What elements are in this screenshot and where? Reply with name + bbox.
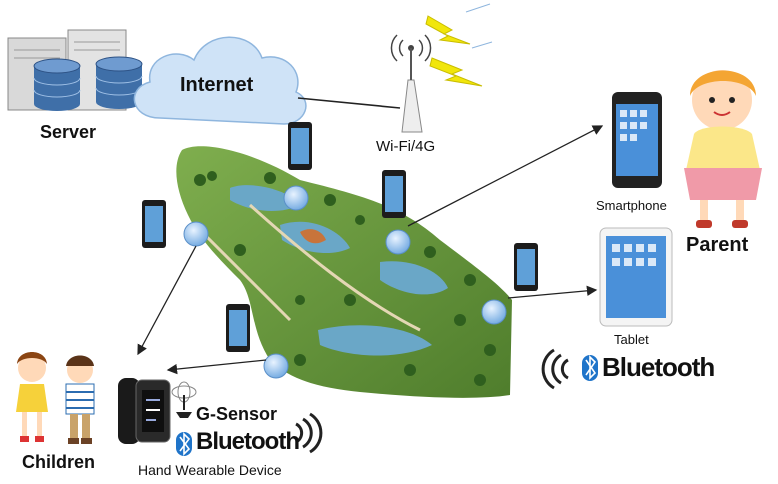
phone-icon [142, 122, 538, 352]
tablet-label: Tablet [614, 332, 649, 347]
watch-icon [118, 378, 171, 444]
connection-arrows [137, 125, 604, 375]
wearable-label: Hand Wearable Device [138, 462, 282, 478]
sensor-icon [171, 381, 197, 418]
smartphone-icon [612, 92, 662, 188]
lightning-icon [425, 3, 493, 87]
smartphone-label: Smartphone [596, 198, 667, 213]
wifi-label: Wi-Fi/4G [376, 138, 436, 155]
children-label: Children [22, 452, 96, 472]
park-map [176, 146, 512, 398]
signal-wave-icon [295, 348, 569, 454]
bluetooth-icon [176, 355, 598, 456]
gsensor-label: G-Sensor [196, 404, 278, 424]
cloud-icon [133, 36, 307, 125]
server-label: Server [40, 122, 97, 142]
beacon-icon [183, 185, 507, 379]
internet-label: Internet [180, 74, 254, 96]
tablet-icon [599, 227, 673, 327]
parent-label: Parent [686, 234, 749, 256]
bluetooth-tablet-label: Bluetooth [602, 352, 715, 382]
wifi-tower-icon [390, 34, 432, 133]
bluetooth-device-label: Bluetooth [196, 428, 300, 455]
child-icon [16, 352, 95, 444]
parent-icon [684, 70, 762, 228]
database-icon [33, 56, 143, 111]
